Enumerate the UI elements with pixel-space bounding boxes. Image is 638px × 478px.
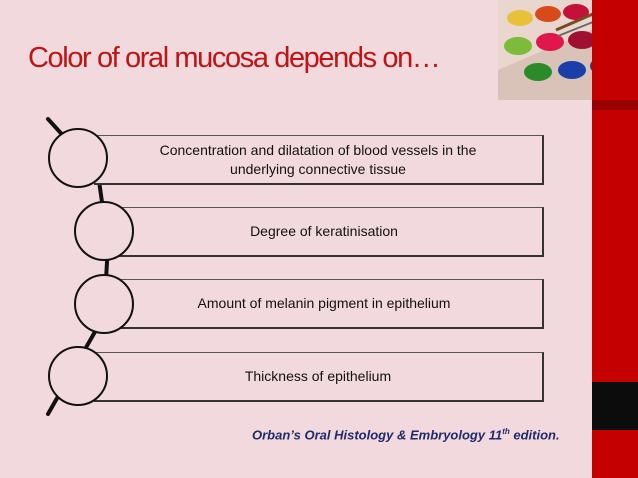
list-item-3-text: Amount of melanin pigment in epithelium [197, 295, 451, 311]
reference-prefix: Orban’s Oral Histology & Embryology 11 [252, 427, 503, 443]
list-item-3-marker [74, 274, 134, 334]
list-item-2-marker [74, 201, 134, 261]
list-item-1-line-1: Concentration and dilatation of blood ve… [159, 141, 477, 158]
list-item-3: Amount of melanin pigment in epithelium [106, 279, 544, 329]
list-item-1-marker [48, 128, 108, 188]
reference-suffix: edition. [509, 427, 560, 443]
list-item-1: Concentration and dilatation of blood ve… [94, 135, 544, 185]
accent-bar-shade [592, 100, 638, 110]
list-item-2: Degree of keratinisation [106, 207, 544, 257]
accent-bar-dark-segment [592, 382, 638, 430]
reference-citation: Orban’s Oral Histology & Embryology 11th… [252, 427, 560, 442]
reference-superscript: th [502, 427, 510, 436]
list-item-4-marker [48, 346, 108, 406]
list-item-4: Thickness of epithelium [94, 352, 544, 402]
list-item-2-text: Degree of keratinisation [250, 223, 398, 239]
slide-title: Color of oral mucosa depends on… [28, 42, 441, 74]
list-item-1-line-2: underlying connective tissue [230, 160, 406, 177]
list-item-4-text: Thickness of epithelium [244, 368, 392, 384]
